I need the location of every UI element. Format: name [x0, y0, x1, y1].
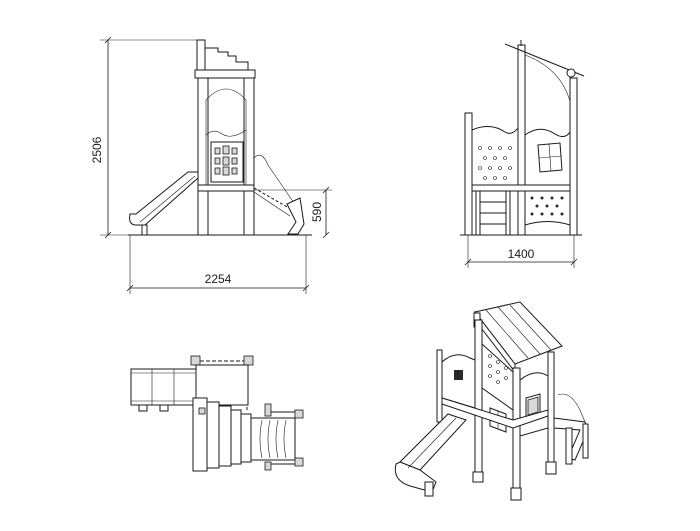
- side-width-label: 2254: [205, 272, 232, 286]
- panel-holes-left: [478, 146, 512, 180]
- height-dimension: 2506: [90, 36, 197, 239]
- platform-height-dimension: 590: [254, 186, 332, 239]
- front-width-label: 1400: [508, 247, 535, 261]
- side-elevation-view: [128, 39, 312, 236]
- plan-view: [130, 355, 304, 472]
- platform-height-label: 590: [310, 202, 324, 222]
- iso-holes: [488, 354, 508, 384]
- height-label: 2506: [90, 136, 104, 163]
- front-elevation-view: [460, 40, 585, 236]
- isometric-view: [394, 301, 589, 501]
- climbing-holds: [530, 196, 564, 216]
- front-width-dimension: 1400: [464, 235, 578, 268]
- panel-ornament: [214, 145, 238, 176]
- side-width-dimension: 2254: [126, 235, 310, 294]
